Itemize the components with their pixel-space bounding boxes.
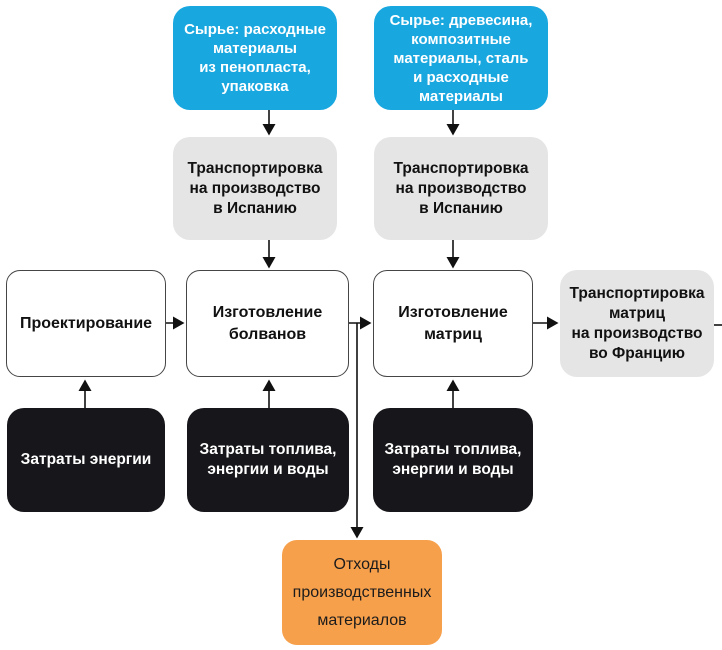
node-production-materials-waste: Отходы производственных материалов — [282, 540, 442, 645]
node-label: Отходы производственных материалов — [292, 555, 432, 629]
node-label: Затраты топлива, энергии и воды — [199, 441, 337, 478]
node-transport-to-spain-2: Транспортировка на производство в Испани… — [374, 137, 548, 240]
node-fuel-energy-water-costs-1: Затраты топлива, энергии и воды — [187, 408, 349, 512]
node-label: Изготовление матриц — [398, 303, 508, 343]
node-fuel-energy-water-costs-2: Затраты топлива, энергии и воды — [373, 408, 533, 512]
node-blanks-manufacturing: Изготовление болванов — [186, 270, 349, 377]
node-label: Транспортировка на производство в Испани… — [187, 159, 323, 217]
node-raw-materials-foam: Сырье: расходные материалы из пенопласта… — [173, 6, 337, 110]
node-label: Проектирование — [19, 314, 153, 332]
node-label: Сырье: древесина, композитные материалы,… — [389, 11, 533, 105]
node-label: Затраты топлива, энергии и воды — [384, 441, 522, 478]
node-label: Изготовление болванов — [212, 303, 323, 343]
node-label: Сырье: расходные материалы из пенопласта… — [184, 21, 326, 95]
node-design: Проектирование — [6, 270, 166, 377]
node-energy-costs: Затраты энергии — [7, 408, 165, 512]
node-transport-to-spain-1: Транспортировка на производство в Испани… — [173, 137, 337, 240]
node-matrices-manufacturing: Изготовление матриц — [373, 270, 533, 377]
node-raw-materials-wood-steel: Сырье: древесина, композитные материалы,… — [374, 6, 548, 110]
node-label: Транспортировка матриц на производство в… — [569, 284, 705, 362]
node-transport-matrices-to-france: Транспортировка матриц на производство в… — [560, 270, 714, 377]
node-label: Затраты энергии — [20, 451, 152, 468]
node-label: Транспортировка на производство в Испани… — [393, 159, 529, 217]
